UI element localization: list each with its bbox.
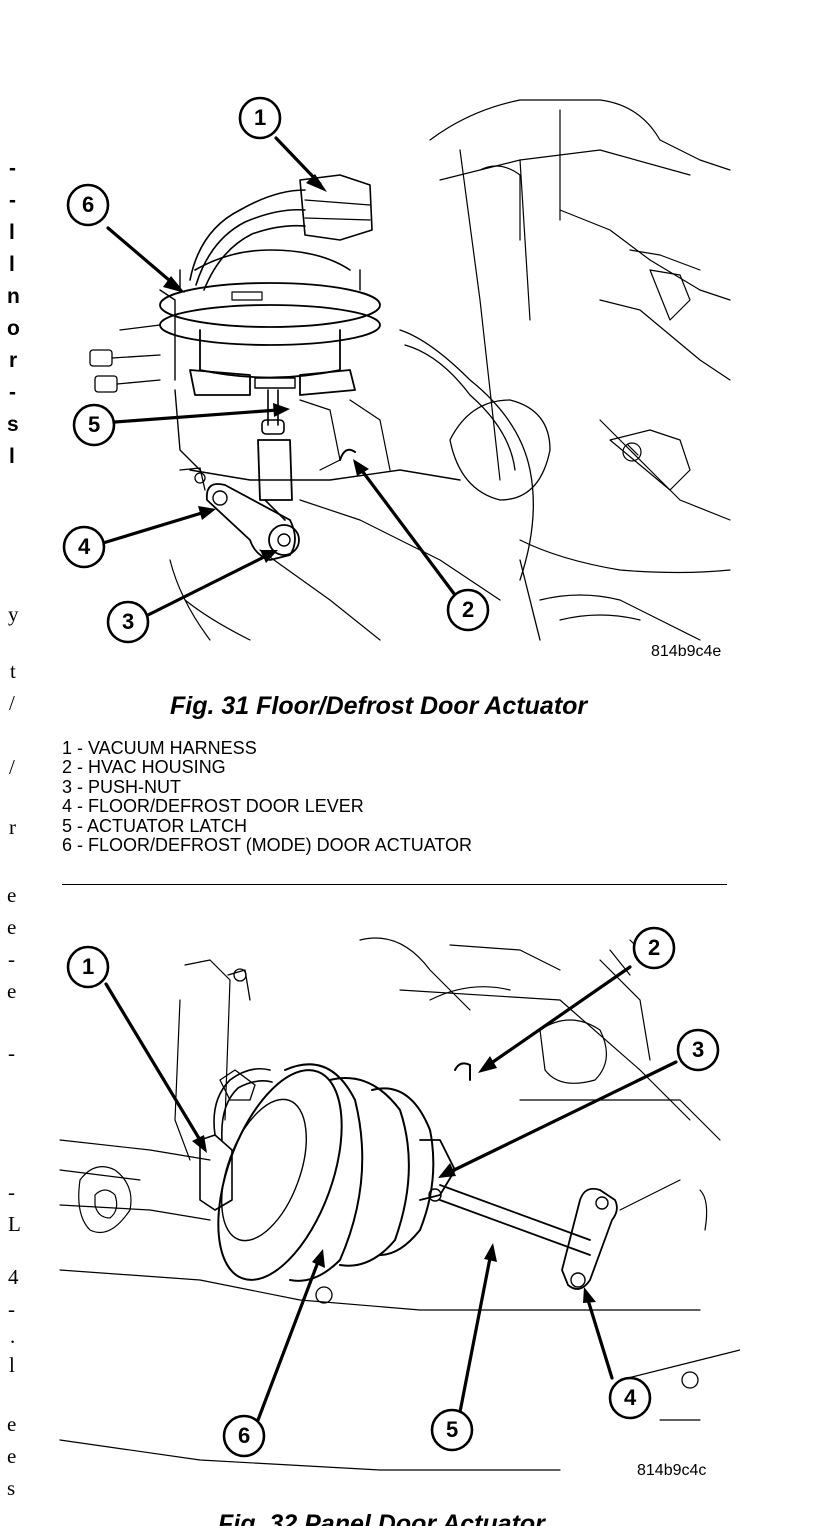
callout-number: 2 [462, 597, 475, 622]
legend-item: 5 - ACTUATOR LATCH [62, 815, 248, 836]
edge-fragment: - [8, 947, 15, 971]
edge-fragment: o [7, 317, 20, 340]
edge-fragment: / [9, 691, 15, 715]
edge-fragment: t [10, 659, 16, 683]
figure2-caption-clip: Fig. 32 Panel Door Actuator [0, 1508, 814, 1526]
figure2-illustration [59, 926, 740, 1471]
edge-fragment: s [7, 1476, 16, 1500]
legend-item: 3 - PUSH-NUT [62, 776, 182, 797]
edge-fragment: e [7, 915, 17, 939]
callout-number: 2 [648, 935, 661, 960]
figure1-illustration [62, 96, 731, 644]
callout-number: 6 [82, 192, 95, 217]
edge-fragment: l [9, 253, 15, 276]
edge-fragment: e [7, 883, 17, 907]
figure1-legend: 1 - VACUUM HARNESS 2 - HVAC HOUSING 3 - … [62, 738, 473, 856]
edge-fragment: - [8, 1297, 15, 1321]
edge-fragment: e [7, 1412, 17, 1436]
edge-fragment: r [9, 349, 18, 372]
edge-fragment: l [9, 221, 15, 244]
legend-item: 1 - VACUUM HARNESS [62, 738, 257, 758]
figure1-caption: Fig. 31 Floor/Defrost Door Actuator [170, 692, 588, 720]
legend-item: 6 - FLOOR/DEFROST (MODE) DOOR ACTUATOR [62, 835, 473, 856]
edge-fragment: - [8, 1180, 15, 1204]
figure2-image-code: 814b9c4c [637, 1462, 707, 1479]
callout-number: 6 [238, 1423, 251, 1448]
callout-number: 4 [78, 534, 91, 559]
edge-fragment: y [8, 602, 19, 626]
callout-number: 5 [88, 412, 101, 437]
edge-fragment: . [10, 1324, 16, 1348]
edge-fragment: / [9, 755, 15, 779]
edge-fragment: l [9, 445, 15, 468]
figure1-image-code: 814b9c4e [651, 643, 722, 660]
edge-fragment: L [8, 1212, 21, 1236]
callout-number: 5 [446, 1417, 459, 1442]
edge-fragment: s [7, 413, 19, 436]
edge-fragment: - [9, 157, 16, 180]
legend-item: 2 - HVAC HOUSING [62, 757, 226, 778]
callout-number: 1 [82, 954, 95, 979]
edge-fragment: e [7, 1444, 17, 1468]
callout-number: 4 [624, 1385, 637, 1410]
edge-fragment: - [8, 1041, 15, 1065]
edge-fragment: n [7, 285, 20, 308]
callout-number: 1 [254, 105, 267, 130]
edge-fragment: 4 [8, 1265, 19, 1289]
edge-fragment: r [9, 815, 16, 839]
callout-number: 3 [122, 609, 135, 634]
legend-item: 4 - FLOOR/DEFROST DOOR LEVER [62, 796, 364, 817]
edge-fragment: l [9, 1353, 15, 1377]
edge-fragment: - [9, 189, 16, 212]
edge-fragment: - [9, 381, 16, 404]
edge-fragment: e [7, 979, 17, 1003]
figure2-caption: Fig. 32 Panel Door Actuator [218, 1510, 545, 1526]
callout-number: 3 [692, 1037, 705, 1062]
figure-divider [62, 884, 727, 885]
